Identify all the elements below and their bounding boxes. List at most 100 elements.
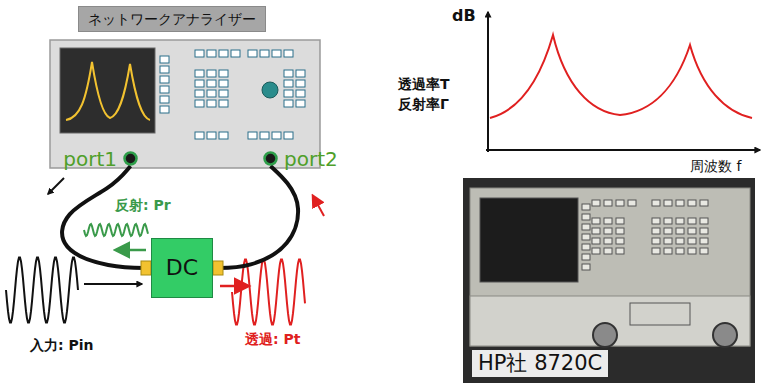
cable — [213, 166, 298, 268]
button — [700, 248, 708, 254]
analyzer-knob — [262, 82, 278, 98]
button — [616, 200, 624, 206]
button — [664, 218, 672, 224]
button — [219, 132, 228, 139]
button — [652, 248, 660, 254]
input-wave — [6, 258, 78, 323]
button — [676, 238, 684, 244]
button — [160, 96, 169, 103]
button — [260, 132, 269, 139]
button — [296, 90, 305, 97]
button — [652, 218, 660, 224]
button — [260, 50, 269, 57]
analyzer-screen — [60, 48, 155, 133]
button — [231, 50, 240, 57]
button — [248, 132, 257, 139]
node-text: port2 — [284, 147, 338, 171]
button — [676, 218, 684, 224]
button — [207, 90, 216, 97]
photo-caption: HP社 8720C — [472, 350, 608, 377]
instrument-buttons — [582, 200, 708, 270]
button — [160, 86, 169, 93]
port-circle — [125, 153, 137, 165]
button — [604, 228, 612, 234]
button — [296, 70, 305, 77]
photo-ground — [463, 178, 755, 383]
button — [195, 50, 204, 57]
button — [284, 132, 293, 139]
input-arrow — [84, 283, 142, 285]
node-text: ネットワークアナライザー — [88, 11, 256, 28]
instrument-port — [593, 323, 617, 347]
button — [616, 238, 624, 244]
button — [676, 200, 684, 206]
button — [195, 100, 204, 107]
cable — [62, 166, 151, 268]
button — [688, 218, 696, 224]
axis-label: 反射率Γ — [398, 96, 449, 113]
button — [628, 200, 636, 206]
button — [219, 50, 228, 57]
button — [604, 218, 612, 224]
button — [195, 70, 204, 77]
port-circle — [123, 151, 138, 166]
button — [207, 50, 216, 57]
button — [604, 200, 612, 206]
button — [284, 90, 293, 97]
button — [160, 66, 169, 73]
signal-label: 透過: Pt — [245, 331, 300, 348]
instrument-screen — [480, 198, 578, 282]
node-text: port1 — [63, 147, 117, 171]
screen-trace — [66, 62, 150, 120]
button — [219, 90, 228, 97]
button — [284, 50, 293, 57]
button — [592, 200, 600, 206]
reflect-arrow — [116, 249, 146, 252]
button — [219, 80, 228, 87]
button — [700, 238, 708, 244]
button — [604, 238, 612, 244]
button — [582, 244, 590, 250]
button — [195, 90, 204, 97]
button — [195, 80, 204, 87]
dc-plug — [141, 261, 151, 275]
x-axis — [486, 149, 760, 151]
cable-arrow — [48, 178, 64, 194]
port-connector: port1 — [123, 151, 138, 166]
response-curve — [490, 35, 752, 118]
button — [616, 218, 624, 224]
signal-label: 反射: Pr — [115, 197, 171, 214]
port-circle — [263, 151, 278, 166]
button — [592, 228, 600, 234]
button — [664, 200, 672, 206]
button — [160, 106, 169, 113]
button — [207, 80, 216, 87]
button — [604, 248, 612, 254]
title-band: ネットワークアナライザー — [78, 6, 266, 32]
button — [688, 228, 696, 234]
button — [284, 80, 293, 87]
button — [296, 80, 305, 87]
button — [652, 228, 660, 234]
button — [296, 100, 305, 107]
button — [195, 132, 204, 139]
y-axis — [487, 12, 489, 152]
button — [700, 218, 708, 224]
analyzer-buttons — [160, 50, 305, 139]
button — [688, 200, 696, 206]
button — [664, 248, 672, 254]
transmitted-wave — [232, 260, 305, 325]
button — [284, 100, 293, 107]
instrument-lower-panel — [470, 296, 750, 346]
dc-plug — [213, 261, 223, 275]
button — [664, 238, 672, 244]
button — [592, 248, 600, 254]
button — [582, 224, 590, 230]
button — [207, 100, 216, 107]
button — [284, 70, 293, 77]
button — [207, 70, 216, 77]
button — [160, 76, 169, 83]
button — [272, 50, 281, 57]
button — [272, 132, 281, 139]
